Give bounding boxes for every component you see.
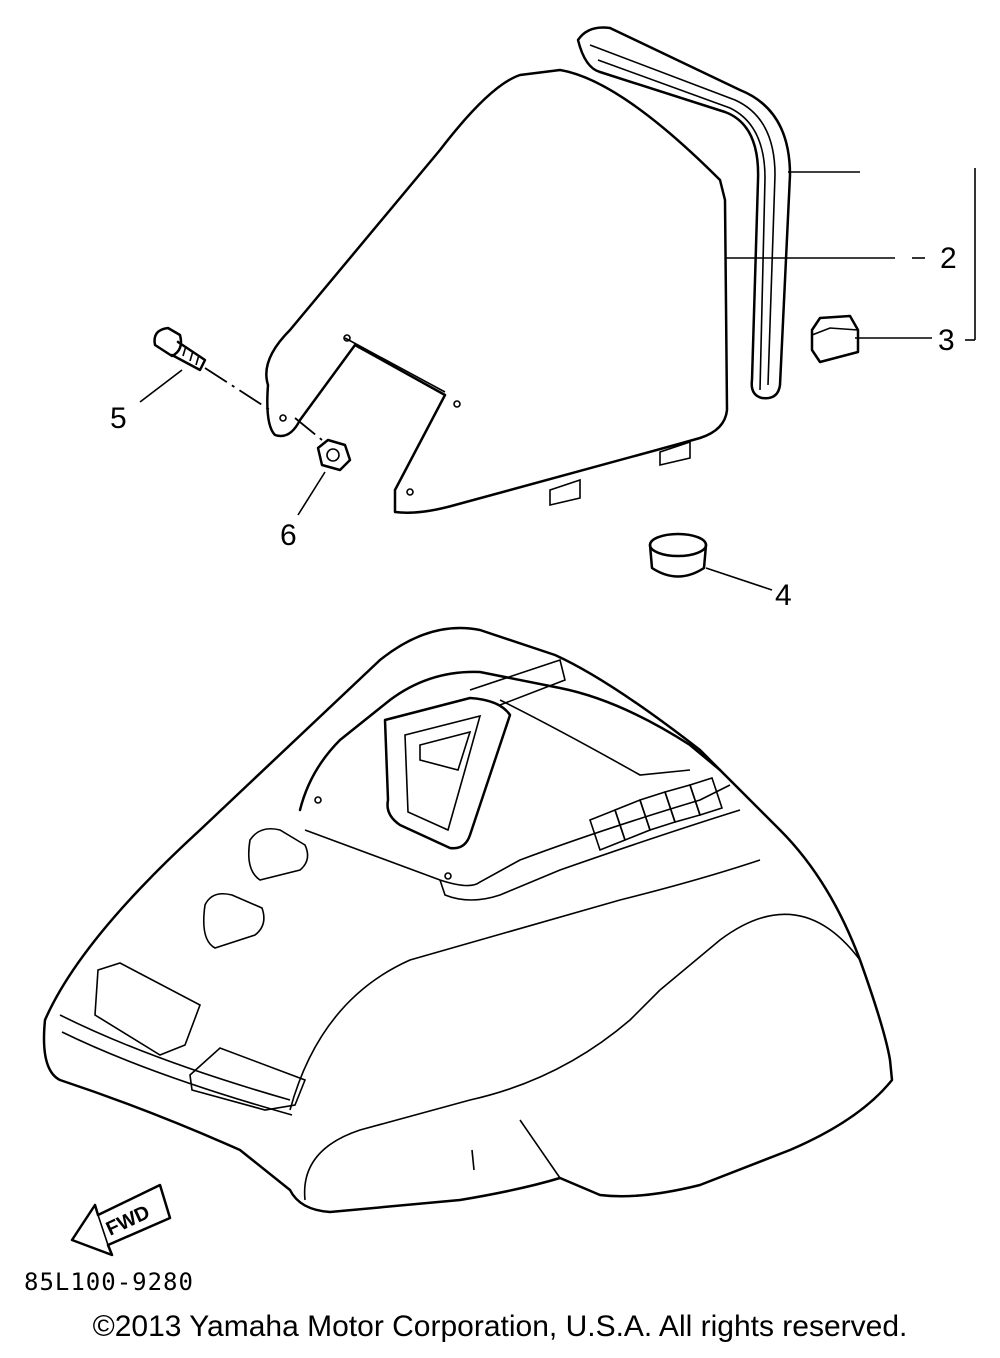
part-grommet <box>648 532 773 591</box>
top-cowling <box>42 626 894 1214</box>
copyright-notice: ©2013 Yamaha Motor Corporation, U.S.A. A… <box>92 1310 908 1343</box>
part-cover-plate <box>265 68 729 514</box>
fwd-label: FWD <box>103 1201 154 1240</box>
leader-lines-2-3 <box>725 168 976 341</box>
callout-4: 4 <box>775 579 792 612</box>
diagram-code: 85L100-9280 <box>24 1268 194 1296</box>
callout-5: 5 <box>110 402 127 435</box>
callout-2: 2 <box>940 242 957 275</box>
callout-3: 3 <box>938 324 955 357</box>
part-nut <box>294 417 352 516</box>
callout-6: 6 <box>280 519 297 552</box>
part-bolt <box>139 326 271 411</box>
forward-arrow-icon: FWD <box>70 1183 172 1257</box>
part-seal-strip <box>576 26 792 400</box>
part-clip <box>810 314 860 364</box>
